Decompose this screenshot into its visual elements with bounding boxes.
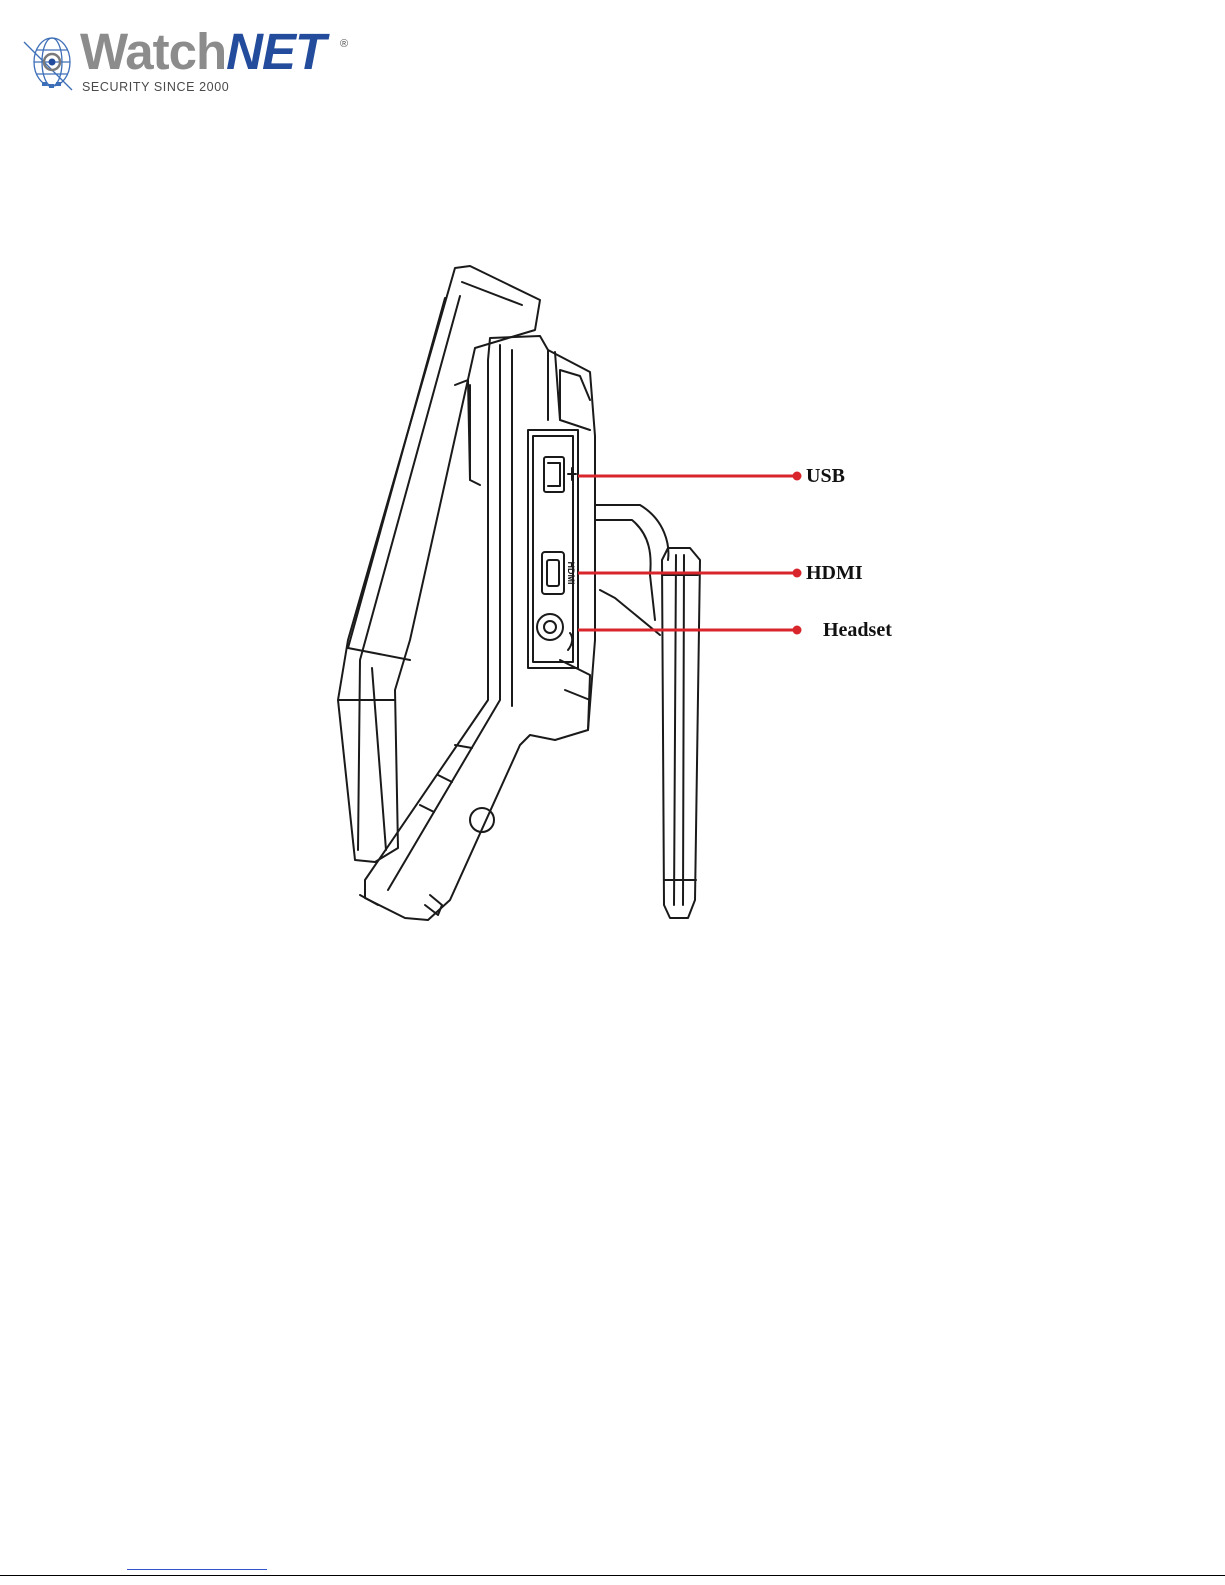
hdmi-leader-dot [793,569,802,578]
callout-leaders [578,472,802,635]
headset-leader-dot [793,626,802,635]
callout-usb: USB [806,466,845,486]
hdmi-port-marking: HDMI [566,562,576,585]
usb-leader-dot [793,472,802,481]
footer-link-underline[interactable] [127,1569,267,1570]
callout-headset: Headset [823,620,892,640]
footer-rule [0,1575,1225,1576]
callout-hdmi: HDMI [806,563,863,583]
device-drawing [338,266,700,920]
